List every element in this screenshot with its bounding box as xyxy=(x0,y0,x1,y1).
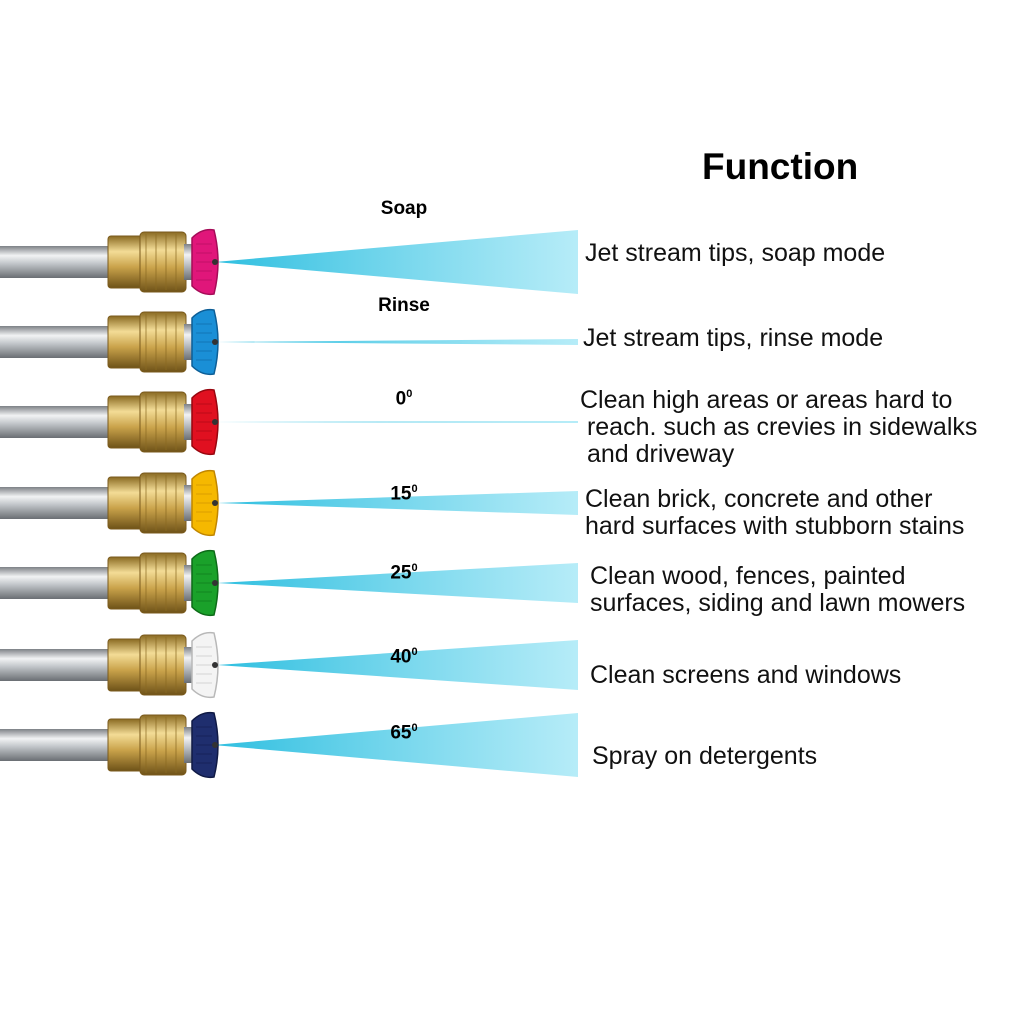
nozzle-orifice xyxy=(212,742,218,748)
function-description: Clean high areas or areas hard to reach.… xyxy=(580,387,977,468)
wand-rod xyxy=(0,406,115,438)
nozzle-orifice xyxy=(212,419,218,425)
nozzle-neck xyxy=(184,485,194,521)
wand-rod xyxy=(0,487,115,519)
description-line: reach. such as crevies in sidewalks xyxy=(580,413,978,441)
wand-rod xyxy=(0,567,115,599)
description-line: Clean screens and windows xyxy=(590,661,902,689)
brass-coupler xyxy=(139,472,187,534)
nozzle-neck xyxy=(184,727,194,763)
tip-label-text: 40 xyxy=(390,646,412,668)
brass-hex-nut xyxy=(107,476,145,530)
tip-label-text: 15 xyxy=(390,483,412,505)
spray-pattern xyxy=(217,339,578,345)
nozzle-orifice xyxy=(212,500,218,506)
brass-coupler xyxy=(139,714,187,776)
description-line: Clean wood, fences, painted xyxy=(590,562,906,590)
spray-pattern xyxy=(217,640,578,690)
brass-hex-nut xyxy=(107,556,145,610)
nozzle-orifice xyxy=(212,259,218,265)
nozzle-orifice xyxy=(212,662,218,668)
nozzle-neck xyxy=(184,565,194,601)
brass-coupler xyxy=(139,391,187,453)
brass-coupler xyxy=(139,231,187,293)
description-line: Clean high areas or areas hard to xyxy=(580,386,953,414)
description-line: hard surfaces with stubborn stains xyxy=(585,512,965,540)
function-description: Spray on detergents xyxy=(592,743,817,770)
nozzle-assembly xyxy=(0,228,219,296)
tip-label-text: Soap xyxy=(380,198,428,219)
spray-pattern xyxy=(217,491,578,515)
tip-label: Soap xyxy=(381,198,427,220)
tip-label: 00 xyxy=(396,388,413,410)
brass-hex-nut xyxy=(107,638,145,692)
spray-pattern xyxy=(217,563,578,603)
tip-label: 250 xyxy=(390,562,417,584)
brass-coupler xyxy=(139,552,187,614)
nozzle-assembly xyxy=(0,631,219,699)
degree-sign: 0 xyxy=(411,562,418,574)
wand-rod xyxy=(0,729,115,761)
nozzle-assembly xyxy=(0,711,219,779)
spray-pattern xyxy=(213,713,578,777)
spray-pattern xyxy=(212,421,578,423)
function-heading: Function xyxy=(702,146,859,187)
wand-rod xyxy=(0,326,115,358)
nozzle-neck xyxy=(184,647,194,683)
description-line: surfaces, siding and lawn mowers xyxy=(590,589,966,617)
brass-hex-nut xyxy=(107,395,145,449)
nozzle-neck xyxy=(184,324,194,360)
tip-label: 400 xyxy=(390,646,417,668)
nozzle-assembly xyxy=(0,469,219,537)
wand-rod xyxy=(0,649,115,681)
tip-label-text: 25 xyxy=(390,562,412,584)
nozzle-neck xyxy=(184,404,194,440)
description-line: Jet stream tips, rinse mode xyxy=(583,324,884,352)
wand-rod xyxy=(0,246,115,278)
brass-coupler xyxy=(139,634,187,696)
nozzle-assembly xyxy=(0,308,219,376)
tip-label-text: 0 xyxy=(395,388,407,410)
tip-label: Rinse xyxy=(378,295,430,317)
brass-hex-nut xyxy=(107,315,145,369)
function-description: Jet stream tips, rinse mode xyxy=(583,325,883,352)
description-line: and driveway xyxy=(580,440,735,468)
tip-label-text: Rinse xyxy=(378,295,430,316)
function-description: Clean screens and windows xyxy=(590,662,901,689)
degree-sign: 0 xyxy=(411,722,418,734)
brass-coupler xyxy=(139,311,187,373)
degree-sign: 0 xyxy=(411,483,418,495)
nozzle-neck xyxy=(184,244,194,280)
spray-pattern xyxy=(215,230,578,294)
description-line: Jet stream tips, soap mode xyxy=(585,239,886,267)
nozzle-assembly xyxy=(0,388,219,456)
nozzle-assembly xyxy=(0,549,219,617)
degree-sign: 0 xyxy=(411,646,418,658)
nozzle-orifice xyxy=(212,580,218,586)
brass-hex-nut xyxy=(107,718,145,772)
tip-label-text: 65 xyxy=(390,722,412,744)
brass-hex-nut xyxy=(107,235,145,289)
description-line: Clean brick, concrete and other xyxy=(585,485,933,513)
nozzle-orifice xyxy=(212,339,218,345)
description-line: Spray on detergents xyxy=(592,742,818,770)
tip-label: 150 xyxy=(390,483,417,505)
function-description: Jet stream tips, soap mode xyxy=(585,240,885,267)
degree-sign: 0 xyxy=(406,388,413,400)
tip-label: 650 xyxy=(390,722,417,744)
